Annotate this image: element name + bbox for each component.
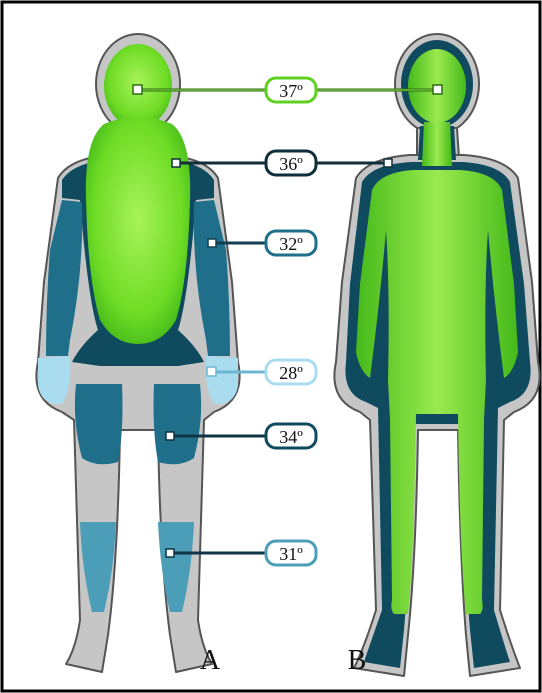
body-a-right-hand [206, 356, 238, 404]
temp-label-hand: 28º [266, 360, 316, 384]
temp-label-thigh: 34º [266, 424, 316, 448]
temp-hand-text: 28º [279, 363, 303, 383]
temp-label-core: 37º [266, 78, 316, 102]
body-a-right-thigh [154, 384, 202, 464]
body-a-left-thigh [75, 384, 123, 464]
temp-upper-trunk-text: 36º [279, 154, 303, 174]
temp-label-lower-leg: 31º [266, 541, 316, 565]
temp-lower-leg-text: 31º [279, 544, 303, 564]
temp-arm-text: 32º [279, 234, 303, 254]
body-a-left-hand [38, 356, 70, 404]
temp-label-arm: 32º [266, 231, 316, 255]
figure-label-b: B [348, 645, 367, 676]
temp-thigh-text: 34º [279, 427, 303, 447]
temp-label-upper-trunk: 36º [266, 151, 316, 175]
figure-label-a: A [200, 645, 221, 676]
body-a-core-trunk [86, 117, 190, 344]
temp-core-text: 37º [279, 81, 303, 101]
